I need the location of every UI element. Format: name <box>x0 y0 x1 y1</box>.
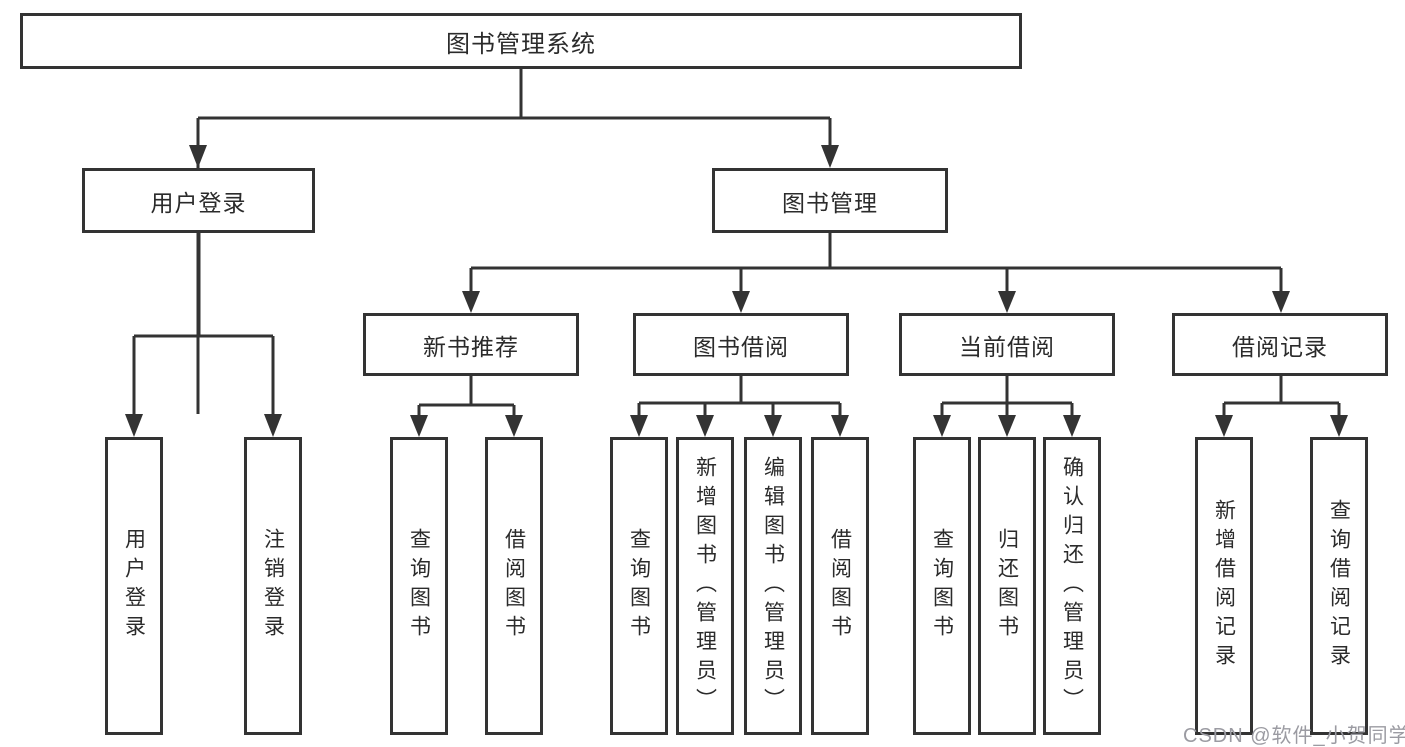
arrowhead-cb-query <box>933 415 951 437</box>
connector-new-book-rec-children <box>417 376 516 415</box>
node-borrowing-records: 借阅记录 <box>1172 313 1388 376</box>
node-label: 当前借阅 <box>959 333 1055 360</box>
node-leaf-add-borrow-record: 新增借阅记录 <box>1195 437 1253 735</box>
node-label: 新书推荐 <box>423 333 519 360</box>
node-label: 归还图书 <box>995 528 1019 644</box>
node-label: 查询借阅记录 <box>1327 499 1351 673</box>
connector-borrow-record-children <box>1222 376 1341 415</box>
arrowhead-cb-return <box>998 415 1016 437</box>
node-leaf-query-borrow-record: 查询借阅记录 <box>1310 437 1368 735</box>
arrowhead-book-mgmt <box>821 145 839 168</box>
node-label: 借阅图书 <box>828 528 852 644</box>
node-leaf-user-login: 用户登录 <box>105 437 163 735</box>
node-leaf-borrow-books: 借阅图书 <box>485 437 543 735</box>
node-leaf-edit-books-admin: 编辑图书（管理员） <box>744 437 802 735</box>
arrowhead-cb-confirm <box>1063 415 1081 437</box>
node-label: 图书管理 <box>782 189 878 216</box>
arrowhead-user-login <box>189 145 207 168</box>
node-label: 图书管理系统 <box>446 30 596 58</box>
arrowhead-current-borrow <box>998 291 1016 313</box>
arrowhead-bb-borrow <box>831 415 849 437</box>
connector-book-borrow-children <box>637 376 842 415</box>
node-leaf-add-books-admin: 新增图书（管理员） <box>676 437 734 735</box>
node-label: 用户登录 <box>122 528 146 644</box>
node-book-borrowing: 图书借阅 <box>633 313 849 376</box>
arrowhead-borrow-record <box>1272 291 1290 313</box>
csdn-watermark: CSDN @软件_小贺同学 <box>1183 725 1405 747</box>
node-new-book-recommend: 新书推荐 <box>363 313 579 376</box>
arrowhead-nbr-borrow <box>505 415 523 437</box>
arrowhead-bb-query <box>630 415 648 437</box>
node-leaf-query-books: 查询图书 <box>390 437 448 735</box>
node-leaf-query-books: 查询图书 <box>913 437 971 735</box>
node-leaf-return-books: 归还图书 <box>978 437 1036 735</box>
node-label: 查询图书 <box>407 528 431 644</box>
connector-root-to-level2 <box>196 68 832 414</box>
arrowhead-bb-add <box>696 415 714 437</box>
node-leaf-confirm-return-admin: 确认归还（管理员） <box>1043 437 1101 735</box>
node-leaf-borrow-books: 借阅图书 <box>811 437 869 735</box>
node-label: 新增图书（管理员） <box>693 455 717 717</box>
arrowhead-br-add <box>1215 415 1233 437</box>
arrowhead-leaf-user-login <box>125 414 143 437</box>
connector-book-mgmt-children <box>469 233 1283 291</box>
node-book-management: 图书管理 <box>712 168 948 233</box>
node-label: 借阅图书 <box>502 528 526 644</box>
arrowhead-leaf-logout <box>264 414 282 437</box>
node-label: 查询图书 <box>627 528 651 644</box>
connector-user-login-children <box>132 233 275 414</box>
arrowhead-book-borrow <box>732 291 750 313</box>
node-label: 借阅记录 <box>1232 333 1328 360</box>
arrowhead-nbr-query <box>410 415 428 437</box>
arrowhead-br-query <box>1330 415 1348 437</box>
arrowhead-bb-edit <box>764 415 782 437</box>
arrowhead-new-book-rec <box>462 291 480 313</box>
node-label: 注销登录 <box>261 528 285 644</box>
node-leaf-logout: 注销登录 <box>244 437 302 735</box>
node-library-management-system: 图书管理系统 <box>20 13 1022 69</box>
node-label: 编辑图书（管理员） <box>761 455 785 717</box>
node-current-borrowing: 当前借阅 <box>899 313 1115 376</box>
node-label: 查询图书 <box>930 528 954 644</box>
node-label: 新增借阅记录 <box>1212 499 1236 673</box>
node-label: 用户登录 <box>150 189 247 216</box>
node-label: 图书借阅 <box>693 333 789 360</box>
node-leaf-query-books: 查询图书 <box>610 437 668 735</box>
node-user-login: 用户登录 <box>82 168 315 233</box>
node-label: 确认归还（管理员） <box>1060 455 1084 717</box>
connector-current-borrow-children <box>940 376 1074 415</box>
